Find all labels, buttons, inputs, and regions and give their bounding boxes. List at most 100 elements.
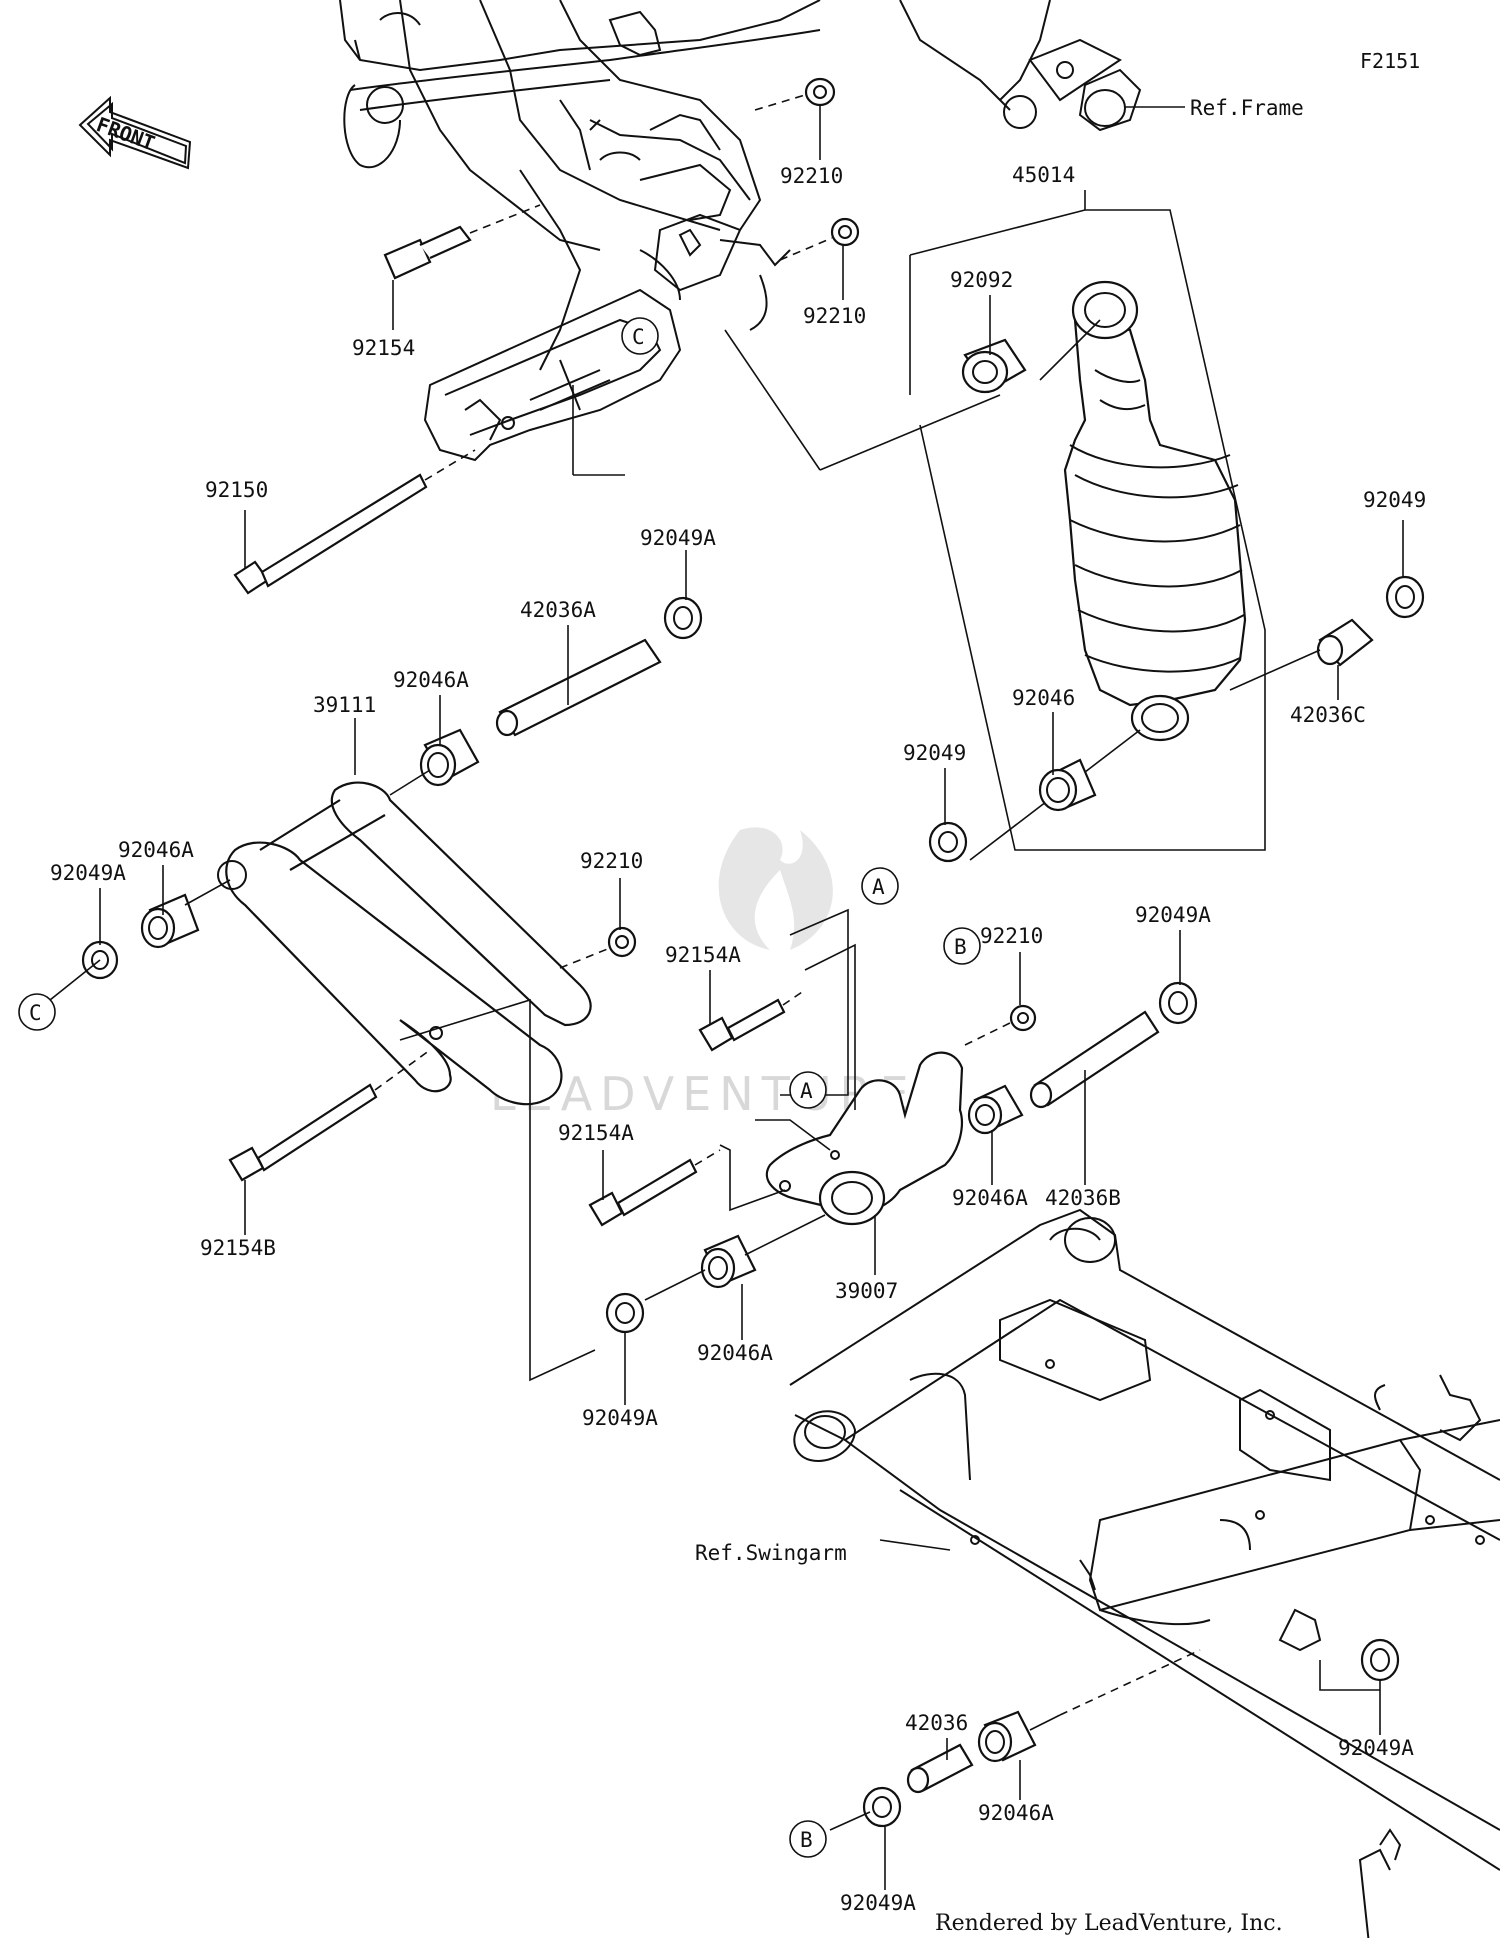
mounting-bracket [423, 288, 682, 462]
label-45014: 45014 [1012, 163, 1075, 187]
leader [744, 1214, 826, 1256]
leader [879, 1539, 951, 1551]
ref-frame-label: Ref.Frame [1190, 96, 1304, 120]
part-42036-collar [906, 1743, 974, 1794]
label-92092: 92092 [950, 268, 1013, 292]
leader [719, 1144, 786, 1212]
part-42036C-collar [1316, 618, 1374, 667]
front-arrow-icon: FRONT [78, 95, 192, 170]
svg-text:B: B [800, 1828, 813, 1852]
part-92049A-washer-top [663, 596, 703, 640]
part-92049A-washer-swing [1360, 1638, 1400, 1682]
leader [819, 394, 1001, 471]
leader [1229, 649, 1321, 691]
label-42036A: 42036A [520, 598, 596, 622]
leader [644, 1269, 706, 1301]
part-42036B-collar [1029, 1010, 1160, 1109]
label-92046A-link: 92046A [393, 668, 469, 692]
part-92049A-washer-rocker [1158, 981, 1198, 1025]
ref-swingarm-label: Ref.Swingarm [695, 1541, 847, 1565]
label-92154A-low: 92154A [558, 1121, 634, 1145]
svg-text:C: C [632, 325, 645, 349]
label-92154B: 92154B [200, 1236, 276, 1260]
svg-text:B: B [954, 935, 967, 959]
part-39007-rocker [765, 1051, 964, 1226]
render-credit: Rendered by LeadVenture, Inc. [935, 1911, 1283, 1936]
leader [389, 769, 431, 796]
part-92046A-bearing-bottom [977, 1710, 1037, 1763]
label-92049A-rocker: 92049A [1135, 903, 1211, 927]
leader [724, 329, 821, 471]
svg-text:A: A [872, 875, 885, 899]
ref-marker-a-rocker: A [789, 1071, 827, 1109]
label-92049A-swing: 92049A [1338, 1736, 1414, 1760]
leader [964, 1021, 1013, 1046]
part-92049A-washer-low [605, 1292, 645, 1334]
label-92154: 92154 [352, 336, 415, 360]
leader [755, 1119, 831, 1151]
label-92049A-low: 92049A [582, 1406, 658, 1430]
label-92154A-top: 92154A [665, 943, 741, 967]
ref-marker-c-top: C [621, 317, 659, 355]
part-92210-nut-rocker [1009, 1004, 1037, 1032]
label-leaders [99, 105, 1404, 1890]
part-39111-link-rod [217, 781, 592, 1106]
label-92046A-rocker: 92046A [952, 1186, 1028, 1210]
part-92154A-bolt-low [588, 1158, 698, 1227]
leader [424, 449, 476, 481]
label-92049-right: 92049 [1363, 488, 1426, 512]
part-92154-bolt [383, 225, 472, 280]
label-92210-top: 92210 [780, 164, 843, 188]
leader [1319, 1660, 1380, 1691]
leader [1029, 1714, 1061, 1731]
label-92210-link: 92210 [580, 849, 643, 873]
part-92210-nut-top [804, 77, 836, 107]
leader [694, 1149, 721, 1166]
part-92154B-bolt [228, 1083, 378, 1182]
label-42036: 42036 [905, 1711, 968, 1735]
ref-marker-b-bottom: B [789, 1820, 827, 1858]
ref-marker-b-rocker: B [943, 927, 981, 965]
leader [374, 1049, 431, 1091]
leader [399, 998, 596, 1382]
leader [782, 989, 806, 1006]
part-42036A-collar [495, 638, 662, 737]
leader [559, 947, 611, 969]
watermark: LEADVENTURE [490, 827, 909, 1121]
ref-marker-c-left: C [18, 993, 56, 1031]
label-42036C: 42036C [1290, 703, 1366, 727]
label-92046A-left: 92046A [118, 838, 194, 862]
label-92046A-bottom: 92046A [978, 1801, 1054, 1825]
leader [779, 237, 833, 261]
part-92046A-bearing-low [700, 1234, 757, 1289]
label-42036B: 42036B [1045, 1186, 1121, 1210]
label-92049A-bottom: 92049A [840, 1891, 916, 1915]
leader [1039, 319, 1101, 381]
ref-marker-a-shock: A [861, 867, 899, 905]
leader [49, 959, 101, 1001]
label-92049-shock: 92049 [903, 741, 966, 765]
part-92049-washer-shock [928, 821, 968, 863]
leader [1059, 1649, 1201, 1716]
part-92154A-bolt-top [698, 998, 786, 1052]
label-92046A-low: 92046A [697, 1341, 773, 1365]
part-92049A-washer-bottom [862, 1786, 902, 1828]
part-92092-bushing [961, 338, 1027, 394]
label-92210-mid: 92210 [803, 304, 866, 328]
label-92049A-left: 92049A [50, 861, 126, 885]
part-92210-nut-link [607, 926, 637, 958]
label-39111: 39111 [313, 693, 376, 717]
part-92049-washer-right [1385, 575, 1425, 619]
leader [754, 94, 806, 111]
part-92150-long-bolt [233, 473, 428, 595]
diagram-code: F2151 [1360, 49, 1420, 73]
part-92210-nut-mid [830, 217, 860, 247]
shock-absorber [1063, 280, 1247, 742]
label-92049A-top: 92049A [640, 526, 716, 550]
svg-text:A: A [800, 1079, 813, 1103]
label-39007: 39007 [835, 1279, 898, 1303]
shock-group-bracket [909, 190, 1266, 851]
label-92210-rocker: 92210 [980, 924, 1043, 948]
svg-text:C: C [29, 1001, 42, 1025]
part-92046A-bearing-left [140, 893, 200, 949]
